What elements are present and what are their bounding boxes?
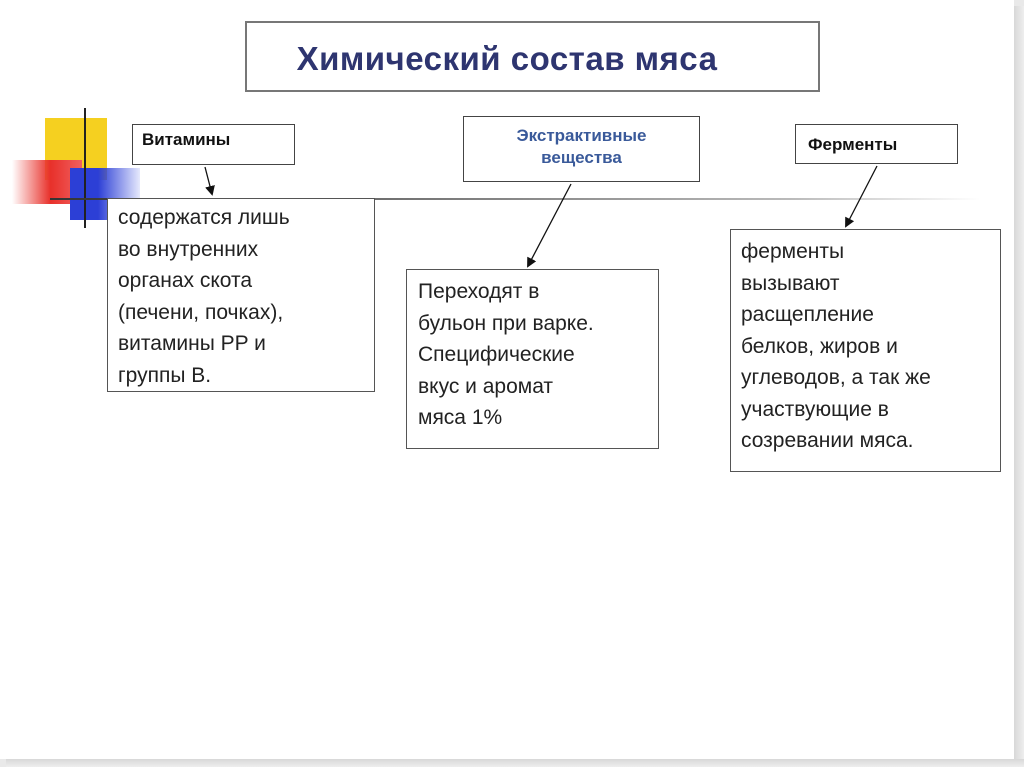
slide: Химический состав мяса Витамины Экстракт…: [0, 0, 1014, 759]
connector-arrows: [204, 165, 878, 268]
description-box-enzymes: [730, 229, 1001, 472]
slide-shadow-bottom: [6, 759, 1024, 767]
label-box-vitamins: [132, 124, 295, 165]
label-vitamins: Витамины: [142, 130, 231, 149]
description-box-vitamins: [107, 198, 375, 392]
decor-vertical-line: [84, 108, 86, 228]
title-box: [245, 21, 820, 92]
description-enzymes: ферменты вызывают расщепление белков, жи…: [741, 240, 931, 452]
description-box-extractives: [406, 269, 659, 449]
page-title: Химический состав мяса: [296, 40, 718, 77]
label-extractives: Экстрактивные вещества: [516, 126, 647, 167]
description-vitamins: содержатся лишь во внутренних органах ск…: [118, 206, 290, 387]
arrow-vitamins: [204, 166, 215, 196]
label-box-enzymes: [795, 124, 958, 164]
slide-shadow-right: [1014, 6, 1024, 767]
arrow-extractives: [527, 183, 572, 268]
arrow-enzymes: [845, 165, 878, 228]
label-enzymes: Ферменты: [808, 135, 898, 154]
label-box-extractives: [463, 116, 700, 182]
description-extractives: Переходят в бульон при варке. Специфичес…: [418, 280, 594, 429]
decor-horizontal-line: [50, 198, 980, 200]
